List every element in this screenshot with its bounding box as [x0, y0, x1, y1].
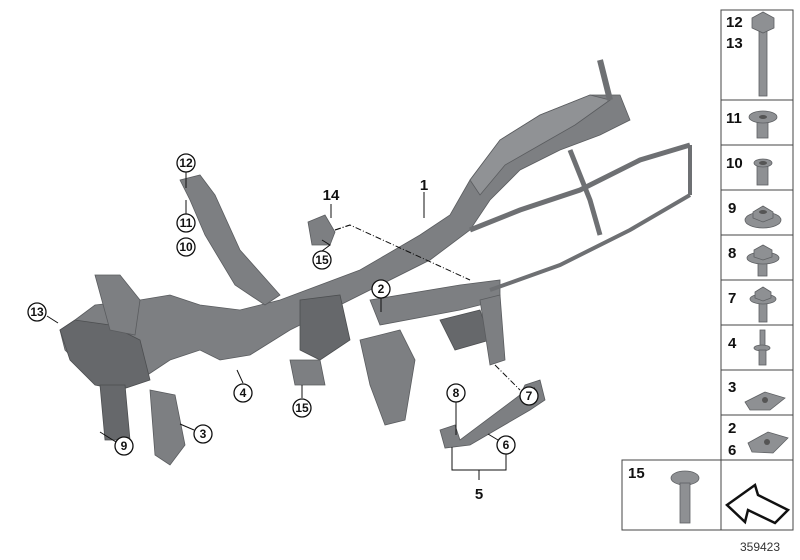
- callout-7: 7: [519, 386, 539, 406]
- label-1: 1: [420, 177, 428, 194]
- callout-4: 4: [233, 383, 253, 403]
- svg-text:6: 6: [728, 442, 736, 459]
- svg-text:2: 2: [728, 420, 736, 437]
- kit-arrow-icon: [725, 482, 791, 525]
- svg-text:12: 12: [179, 156, 193, 170]
- callout-15-upper: 15: [312, 250, 332, 270]
- svg-text:13: 13: [30, 305, 44, 319]
- callout-2: 2: [371, 279, 391, 299]
- svg-text:4: 4: [728, 335, 737, 352]
- svg-text:9: 9: [121, 439, 128, 453]
- svg-text:8: 8: [453, 386, 460, 400]
- svg-text:4: 4: [240, 386, 247, 400]
- callout-13: 13: [27, 302, 47, 322]
- document-number: 359423: [740, 540, 780, 554]
- label-5: 5: [475, 486, 483, 503]
- svg-text:15: 15: [295, 401, 309, 415]
- svg-text:2: 2: [378, 282, 385, 296]
- torx-screw-icon: [670, 470, 700, 524]
- flanged-sleeve-icon: [748, 110, 778, 139]
- clip-nut-icon: [747, 431, 789, 454]
- svg-text:6: 6: [503, 438, 510, 452]
- leader-lines: [46, 172, 536, 480]
- callout-8: 8: [446, 383, 466, 403]
- svg-text:15: 15: [628, 465, 645, 482]
- svg-text:11: 11: [726, 110, 742, 127]
- rivet-nut-icon: [753, 158, 773, 186]
- spring-nut-icon: [744, 391, 786, 411]
- callout-9: 9: [114, 436, 134, 456]
- parts-column: 12 13 11 10 9 8 7 4 3 2 6 15: [621, 9, 794, 531]
- svg-text:13: 13: [726, 35, 743, 52]
- svg-text:10: 10: [179, 240, 193, 254]
- svg-text:12: 12: [726, 14, 743, 31]
- label-14: 14: [323, 187, 340, 204]
- callout-12: 12: [176, 153, 196, 173]
- callout-15-lower: 15: [292, 398, 312, 418]
- svg-text:8: 8: [728, 245, 736, 262]
- svg-text:11: 11: [180, 216, 193, 230]
- hex-flange-screw-icon: [749, 286, 777, 323]
- hex-flange-bolt-icon: [746, 244, 780, 277]
- svg-text:9: 9: [728, 200, 736, 217]
- instrument-panel-carrier: [59, 59, 692, 466]
- callout-10: 10: [176, 237, 196, 257]
- svg-text:7: 7: [526, 389, 533, 403]
- flange-nut-icon: [744, 205, 782, 229]
- callout-3: 3: [193, 424, 213, 444]
- stud-bolt-icon: [753, 329, 771, 366]
- flange-bolt-long-icon: [751, 11, 775, 97]
- svg-text:3: 3: [200, 427, 207, 441]
- svg-text:15: 15: [315, 253, 329, 267]
- svg-text:10: 10: [726, 155, 743, 172]
- callout-11: 11: [176, 213, 196, 233]
- svg-text:7: 7: [728, 290, 736, 307]
- callout-6: 6: [496, 435, 516, 455]
- svg-text:3: 3: [728, 379, 736, 396]
